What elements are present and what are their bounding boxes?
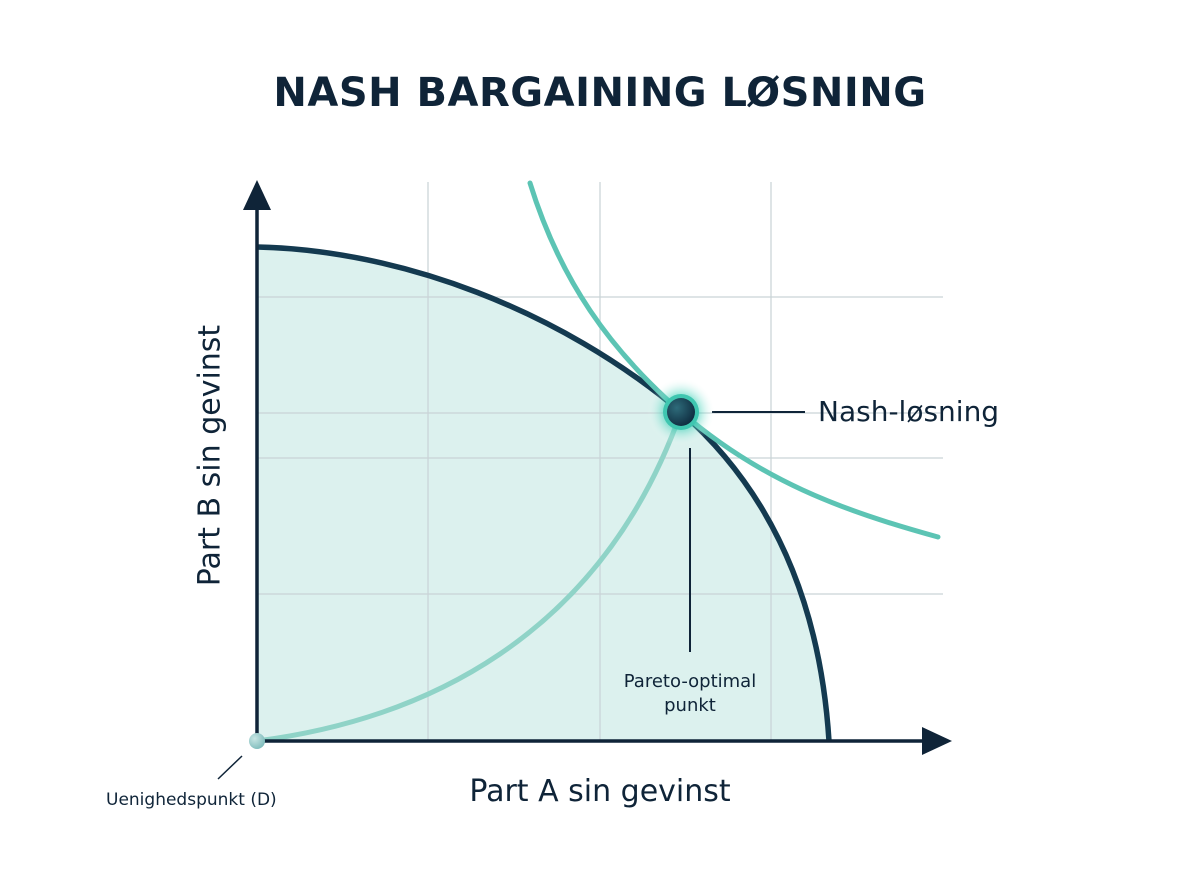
chart-title: NASH BARGAINING LØSNING: [273, 70, 927, 116]
pareto-optimal-label: Pareto-optimal punkt: [600, 670, 780, 718]
disagreement-leader-line: [217, 755, 243, 780]
x-axis-label: Part A sin gevinst: [469, 774, 731, 809]
feasible-region: [257, 247, 829, 741]
disagreement-point-label: Uenighedspunkt (D): [106, 790, 277, 810]
pareto-label-line2: punkt: [664, 695, 716, 716]
y-axis-label: Part B sin gevinst: [192, 324, 228, 587]
x-axis-arrow-icon: [922, 727, 952, 755]
disagreement-point: [249, 733, 265, 749]
nash-solution-label: Nash-løsning: [818, 395, 1000, 428]
y-axis-arrow-icon: [243, 180, 271, 210]
nash-solution-point: [667, 398, 695, 426]
disagreement-path-curve: [254, 409, 684, 744]
pareto-label-line1: Pareto-optimal: [623, 671, 757, 692]
axes: [243, 180, 952, 755]
